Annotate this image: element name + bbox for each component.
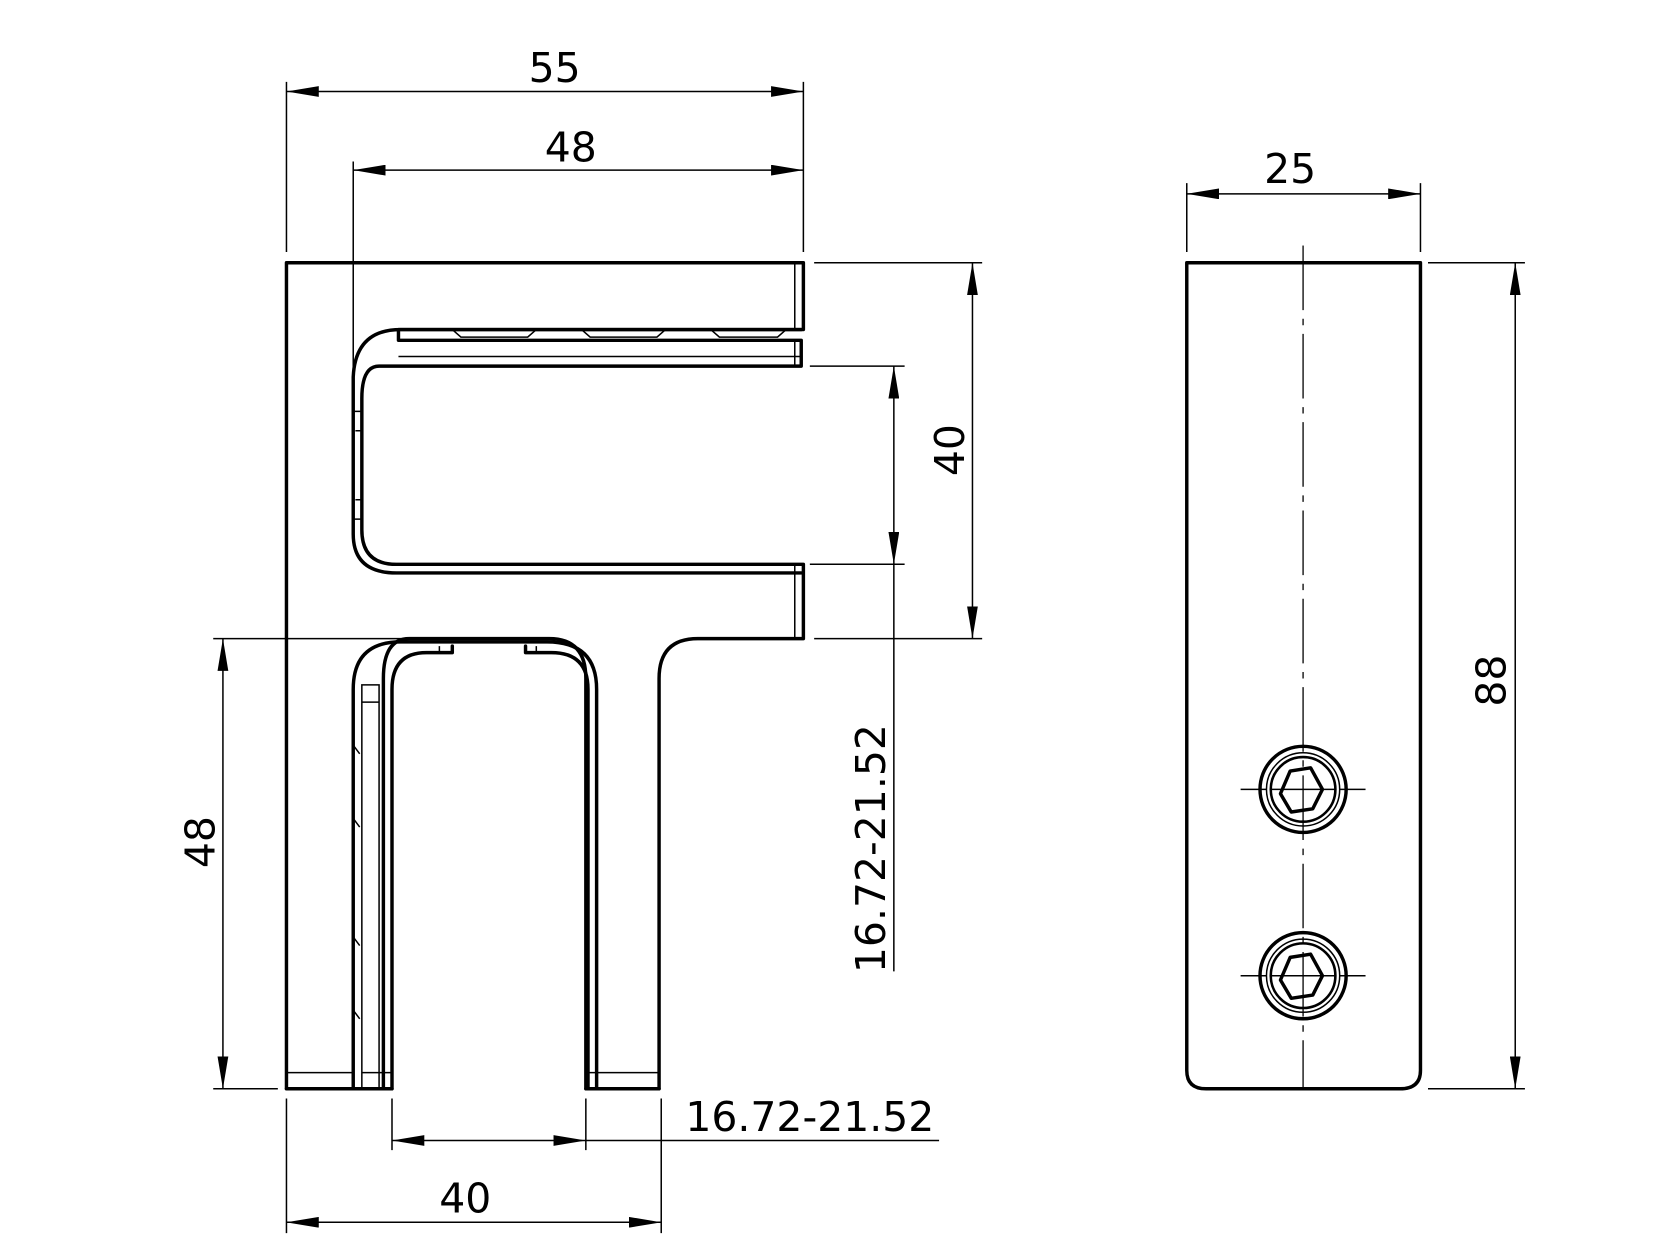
dim-40-bottom-extension (285, 1098, 662, 1234)
dim-48-lower-extension (213, 637, 539, 1090)
dim-25-label: 25 (1264, 145, 1316, 193)
top-slot-liner-edge (398, 262, 802, 639)
slot-tab-lower (353, 498, 363, 520)
hex-socket-screw-lower (1240, 930, 1366, 1021)
bottom-slot-liner-thin (361, 646, 538, 1089)
slot-tab-upper (353, 410, 363, 432)
dim-range-v-extension (809, 365, 905, 566)
foot-lines (286, 678, 660, 1089)
side-view: 25 88 (1185, 145, 1525, 1091)
bottom-slot-liner-inner (390, 644, 590, 1091)
liner-grip-marks (451, 328, 787, 338)
dim-40-bottom-label: 40 (439, 1175, 491, 1223)
dim-range-h-extension (391, 1098, 587, 1151)
side-body-outline (1185, 261, 1423, 1091)
hex-socket-icon (1278, 952, 1325, 1001)
bottom-slot-liner-outer (351, 640, 599, 1091)
dim-88-extension (1428, 262, 1525, 1090)
dim-48-lower-label: 48 (176, 816, 224, 868)
dim-55-extension (285, 81, 805, 252)
front-body-outline (284, 261, 806, 1091)
dim-48-top-label: 48 (545, 124, 597, 172)
hex-socket-icon (1278, 766, 1325, 814)
front-view: 55 48 40 16.72-21.52 48 16.72-21.52 40 (176, 44, 983, 1234)
hex-socket-screw-upper (1240, 744, 1366, 835)
dim-88-label: 88 (1468, 655, 1516, 707)
dim-range-h-label: 16.72-21.52 (685, 1093, 934, 1141)
dim-40-extension (814, 262, 983, 640)
dim-55-label: 55 (529, 44, 581, 92)
dim-40-label: 40 (926, 424, 974, 476)
dim-range-v-label: 16.72-21.52 (847, 724, 895, 973)
bottom-liner-grip-marks (352, 744, 361, 1020)
